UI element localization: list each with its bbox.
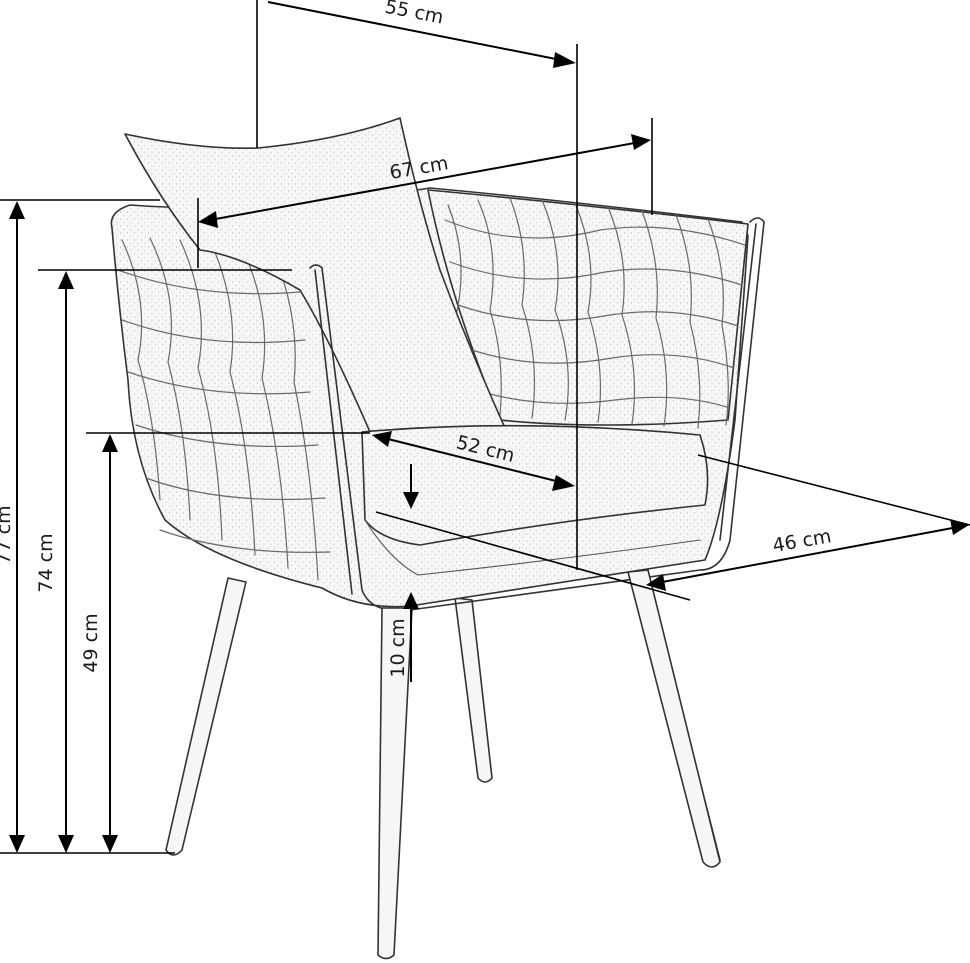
front-leg-left [165,577,247,856]
label-height-armrest: 74 cm [35,533,57,592]
weave-pattern-side [117,237,331,581]
label-cushion-thickness: 10 cm [387,618,409,677]
front-leg-center [377,607,413,960]
label-height-seat: 49 cm [80,613,102,672]
rear-leg-left [454,597,493,783]
armchair-illustration [110,117,765,960]
label-height-total: 77 cm [0,505,15,564]
metal-frame-right [409,217,765,611]
label-depth-top: 55 cm [383,0,445,29]
dimension-lines [0,0,970,854]
seat-cushion [361,424,709,546]
front-leg-right [627,569,721,868]
inner-back [427,189,749,426]
weave-pattern-back [444,197,746,429]
